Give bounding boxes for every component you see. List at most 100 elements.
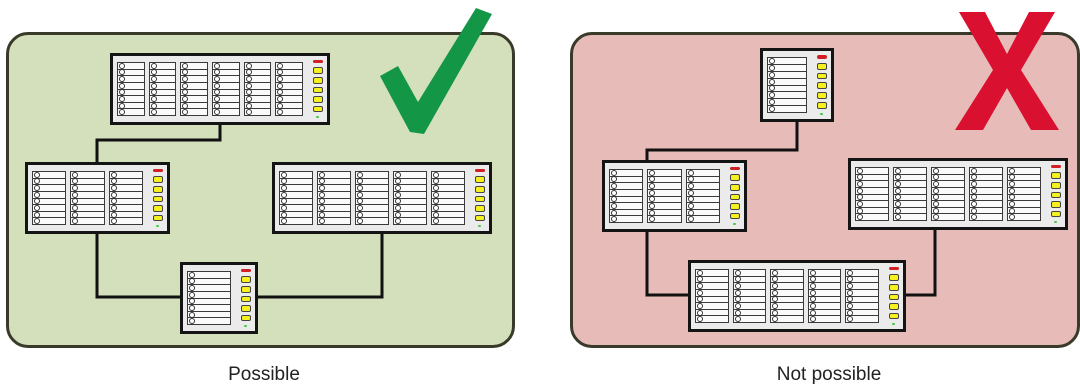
zone-indicator-dot: [150, 69, 157, 76]
zone-label-row: [180, 75, 208, 83]
zone-label-row: [685, 175, 720, 183]
zone-label-row: [767, 98, 807, 106]
zone-indicator-dot: [110, 211, 117, 218]
zone-indicator-dot: [971, 214, 977, 221]
zone-label-row: [117, 75, 145, 83]
zone-label-row: [807, 288, 842, 296]
zone-indicator-dot: [769, 99, 775, 106]
status-led-icon: [152, 214, 163, 222]
panel-unit-bottom: [180, 262, 258, 334]
label-column: [969, 167, 1003, 221]
zone-indicator-dot: [857, 200, 863, 207]
zone-label-row: [275, 95, 303, 102]
zone-label-row: [431, 184, 465, 192]
zone-indicator-dot: [182, 89, 189, 96]
status-led-icon: [816, 72, 827, 80]
zone-indicator-dot: [189, 318, 195, 325]
zone-indicator-dot: [110, 204, 117, 211]
zone-indicator-dot: [734, 269, 741, 276]
zone-label-row: [355, 204, 389, 211]
zone-label-row: [70, 210, 105, 218]
zone-label-row: [187, 277, 231, 285]
zone-indicator-dot: [933, 200, 939, 207]
brand-logo-icon: [816, 55, 827, 59]
zone-indicator-dot: [189, 298, 195, 305]
status-led-icon: [152, 195, 163, 203]
zone-indicator-dot: [214, 109, 220, 116]
zone-label-row: [355, 184, 389, 192]
zone-indicator-dot: [769, 57, 775, 64]
zone-indicator-dot: [245, 62, 252, 69]
zone-label-row: [148, 81, 177, 89]
zone-indicator-dot: [687, 189, 694, 196]
zone-indicator-dot: [687, 202, 694, 209]
zone-label-row: [685, 202, 720, 209]
zone-label-row: [393, 217, 427, 225]
zone-label-row: [212, 95, 240, 102]
status-led-icon: [816, 82, 827, 90]
zone-indicator-dot: [933, 174, 939, 181]
zone-indicator-dot: [809, 269, 816, 276]
zone-indicator-dot: [245, 95, 252, 102]
zone-label-row: [355, 210, 389, 218]
zone-indicator-dot: [395, 171, 401, 178]
zone-label-row: [931, 193, 965, 201]
zone-label-row: [855, 186, 889, 194]
label-column: [855, 167, 889, 221]
zone-indicator-dot: [895, 174, 901, 181]
zone-indicator-dot: [395, 178, 401, 185]
zone-indicator-dot: [395, 191, 401, 198]
status-led-icon: [729, 184, 740, 191]
status-led-icon: [474, 205, 485, 212]
zone-label-row: [609, 195, 644, 203]
status-led-icon: [312, 86, 323, 94]
zone-label-row: [767, 63, 807, 71]
zone-label-row: [180, 62, 208, 69]
zone-indicator-dot: [34, 178, 40, 185]
status-led-icon: [240, 276, 251, 283]
zone-label-row: [695, 282, 729, 290]
zone-indicator-dot: [649, 189, 656, 196]
zone-indicator-dot: [395, 211, 401, 218]
zone-indicator-dot: [611, 183, 617, 190]
zone-indicator-dot: [611, 202, 617, 209]
zone-label-row: [845, 302, 879, 309]
zone-indicator-dot: [281, 178, 287, 185]
zone-label-row: [855, 206, 889, 214]
zone-indicator-dot: [395, 204, 401, 211]
zone-label-row: [855, 180, 889, 188]
zone-label-row: [32, 171, 67, 178]
zone-indicator-dot: [847, 302, 854, 309]
zone-indicator-dot: [772, 289, 779, 296]
zone-label-row: [243, 101, 272, 109]
zone-label-row: [32, 217, 67, 225]
zone-indicator-dot: [119, 102, 125, 109]
zone-indicator-dot: [189, 304, 195, 311]
zone-label-row: [431, 204, 465, 211]
zone-label-row: [70, 190, 105, 198]
zone-indicator-dot: [649, 216, 656, 223]
zone-label-row: [1007, 180, 1041, 188]
zone-label-row: [770, 302, 804, 309]
status-led-icon: [152, 186, 163, 193]
zone-indicator-dot: [182, 102, 189, 109]
zone-indicator-dot: [182, 109, 189, 116]
zone-indicator-dot: [395, 218, 401, 225]
zone-label-row: [431, 197, 465, 205]
zone-indicator-dot: [357, 178, 363, 185]
zone-label-row: [732, 302, 767, 309]
wire-top-to-left: [645, 122, 799, 162]
zone-indicator-dot: [734, 283, 741, 290]
zone-indicator-dot: [687, 196, 694, 203]
status-led-icon: [888, 274, 899, 281]
zone-indicator-dot: [281, 198, 287, 205]
zone-indicator-dot: [971, 181, 977, 188]
zone-label-row: [1007, 186, 1041, 194]
zone-indicator-dot: [649, 176, 656, 183]
zone-indicator-dot: [189, 311, 195, 318]
zone-indicator-dot: [277, 89, 284, 96]
indicator-strip: [312, 60, 323, 119]
label-column: [275, 62, 303, 116]
zone-indicator-dot: [245, 82, 252, 89]
